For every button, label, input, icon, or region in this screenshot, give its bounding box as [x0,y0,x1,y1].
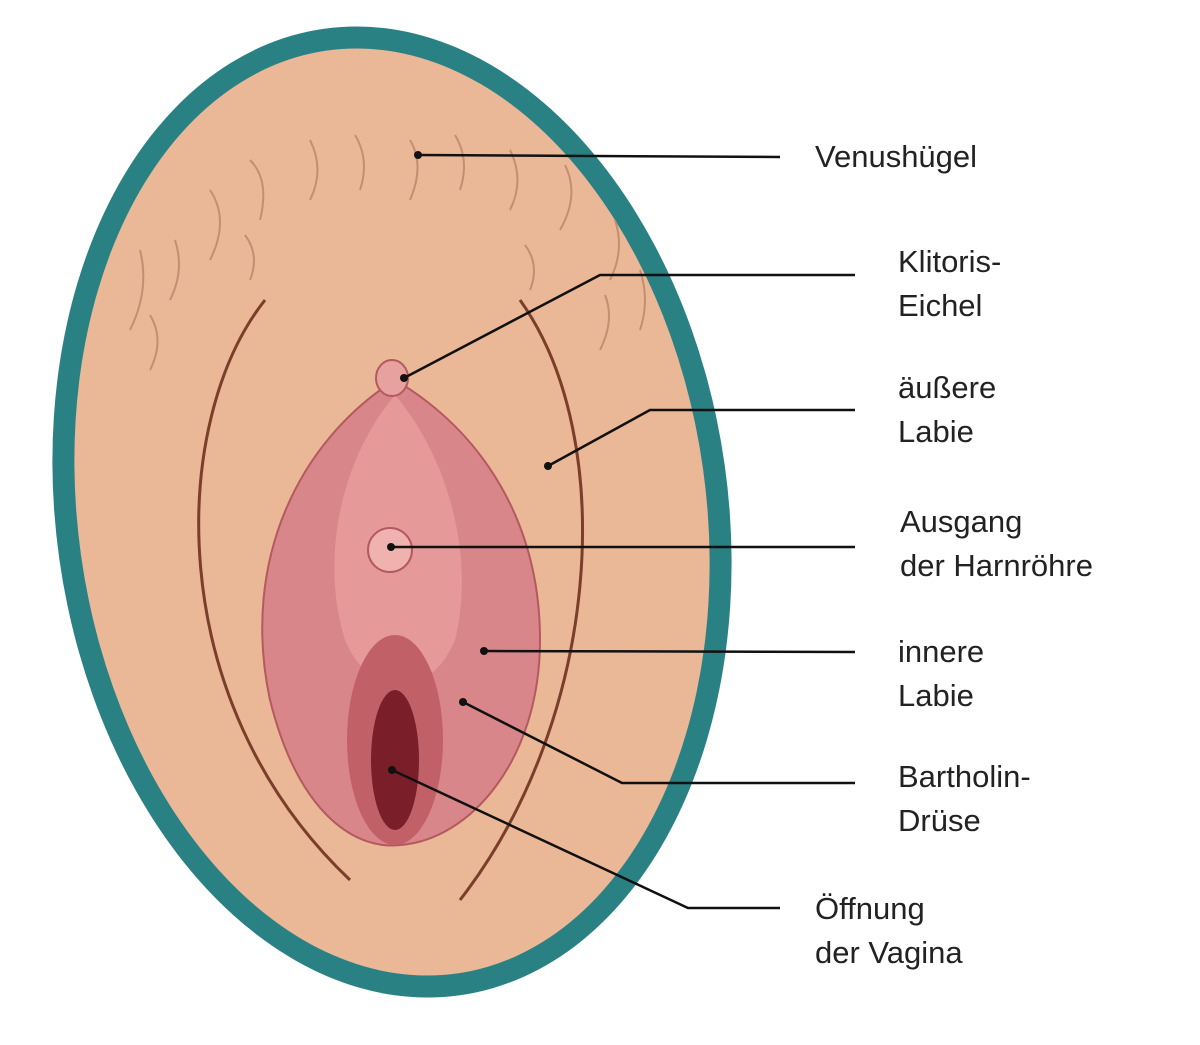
label-line: Labie [898,414,974,449]
leader-dots [387,151,552,774]
label-line: Drüse [898,803,981,838]
label-bartholin-druese: Bartholin- Drüse [898,755,1031,843]
label-line: Venushügel [815,139,978,174]
label-oeffnung-vagina: Öffnung der Vagina [815,887,963,975]
label-aeussere-labie: äußere Labie [898,366,996,454]
label-venushuegel: Venushügel [815,135,977,179]
hair-region [129,134,646,371]
label-line: Öffnung [815,891,925,926]
label-line: der Harnröhre [900,548,1093,583]
label-line: Eichel [898,288,983,323]
label-line: innere [898,634,985,669]
label-line: Ausgang [900,504,1023,539]
label-line: äußere [898,370,997,405]
leader-lines [391,153,856,910]
label-innere-labie: innere Labie [898,630,984,718]
outer-labia [197,299,584,901]
inner-labia [261,359,542,847]
label-ausgang-harnroehre: Ausgang der Harnröhre [900,500,1093,588]
label-line: der Vagina [815,935,963,970]
label-line: Bartholin- [898,759,1031,794]
label-line: Labie [898,678,974,713]
label-line: Klitoris- [898,244,1002,279]
label-klitoris-eichel: Klitoris- Eichel [898,240,1001,328]
